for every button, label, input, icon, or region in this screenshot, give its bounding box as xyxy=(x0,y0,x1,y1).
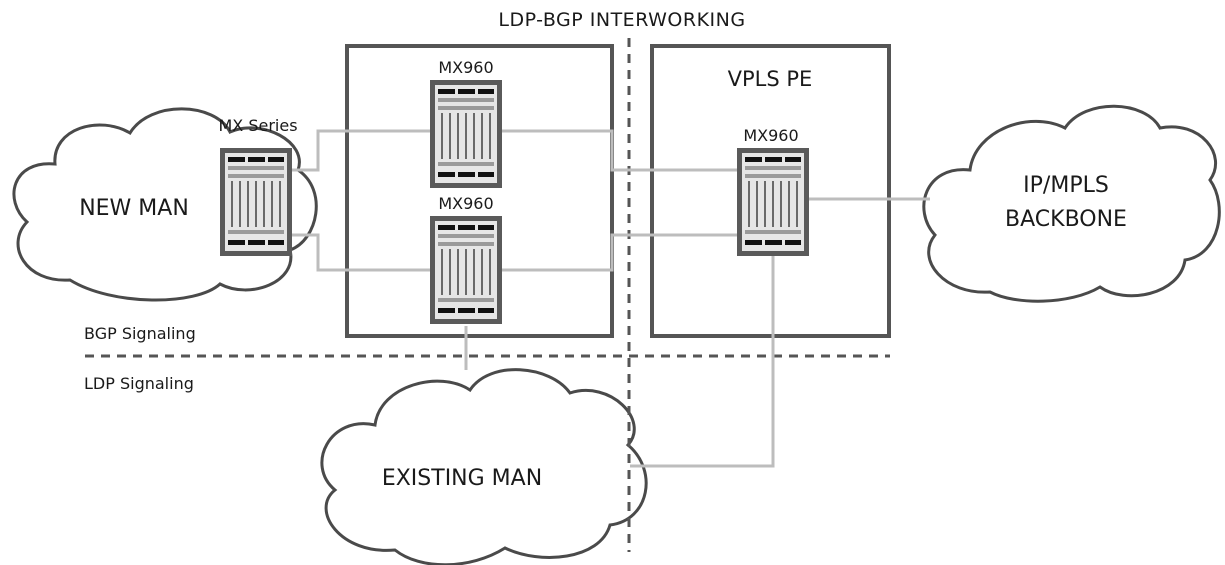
backbone-label-line2: BACKBONE xyxy=(1005,207,1127,232)
link-mxseries-bottom xyxy=(292,233,430,272)
ldp-signaling-label: LDP Signaling xyxy=(84,374,194,393)
bgp-signaling-label: BGP Signaling xyxy=(84,324,196,343)
backbone-label-line1: IP/MPLS xyxy=(1023,173,1109,198)
backbone-cloud xyxy=(922,104,1221,303)
mx960-pe-label: MX960 xyxy=(743,126,798,145)
existing-man-cloud xyxy=(320,368,648,565)
vpls-pe-label: VPLS PE xyxy=(728,67,813,91)
link-mxseries-top xyxy=(292,129,430,172)
interworking-box xyxy=(345,44,614,338)
mx960-bottom-router-icon xyxy=(430,216,502,324)
link-pe-existing xyxy=(630,256,775,468)
mx960-bottom-label: MX960 xyxy=(438,194,493,213)
links xyxy=(292,129,930,468)
mx960-pe-router-icon xyxy=(737,148,809,256)
mx960-top-label: MX960 xyxy=(438,58,493,77)
link-top-pe xyxy=(502,129,737,172)
mx-series-label: MX Series xyxy=(218,116,297,135)
link-bottom-pe xyxy=(502,233,737,272)
existing-man-label: EXISTING MAN xyxy=(382,466,542,491)
mx960-top-router-icon xyxy=(430,80,502,188)
diagram-title: LDP-BGP INTERWORKING xyxy=(498,9,745,31)
mx-series-router-icon xyxy=(220,148,292,256)
vpls-pe-box xyxy=(650,44,891,338)
new-man-label: NEW MAN xyxy=(79,196,189,221)
